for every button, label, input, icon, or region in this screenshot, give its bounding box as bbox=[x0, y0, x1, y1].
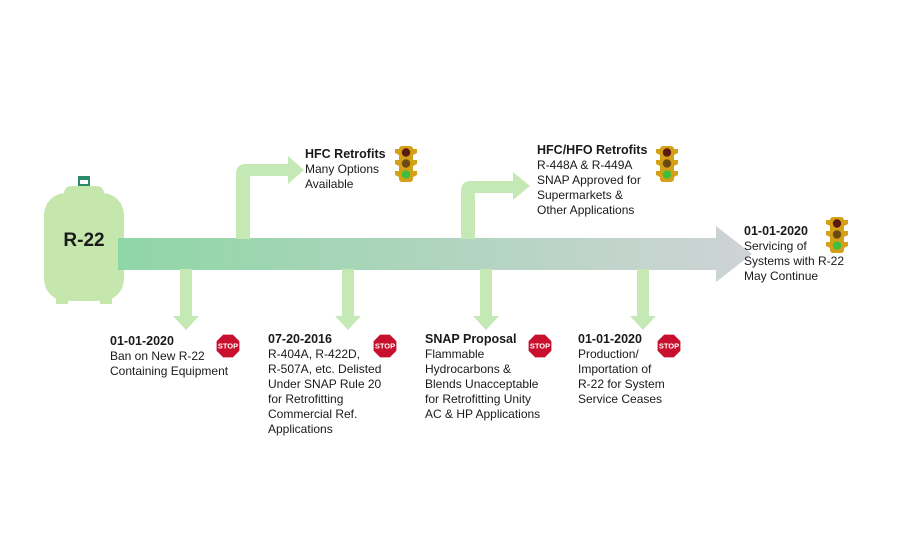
tank-label: R-22 bbox=[63, 230, 105, 251]
event-line: AC & HP Applications bbox=[425, 407, 541, 421]
event-line: Importation of bbox=[578, 362, 652, 376]
event-title: HFC Retrofits bbox=[305, 147, 386, 161]
traffic-light-icon bbox=[395, 146, 417, 182]
stop-sign-text: STOP bbox=[659, 342, 679, 351]
event-title: 07-20-2016 bbox=[268, 332, 332, 346]
event-line: Systems with R-22 bbox=[744, 254, 845, 268]
traffic-light-icon bbox=[656, 146, 678, 182]
event-line: May Continue bbox=[744, 269, 819, 283]
event-line: Production/ bbox=[578, 347, 639, 361]
down-arrow-2 bbox=[335, 269, 361, 330]
event-ban-new-equipment: 01-01-2020 Ban on New R-22 Containing Eq… bbox=[110, 334, 228, 379]
event-line: Ban on New R-22 bbox=[110, 349, 205, 363]
stop-sign-icon: STOP bbox=[372, 333, 398, 359]
event-line: Many Options bbox=[305, 162, 380, 176]
event-line: Flammable bbox=[425, 347, 485, 361]
stop-sign-text: STOP bbox=[218, 342, 238, 351]
event-line: for Retrofitting Unity bbox=[425, 392, 532, 406]
event-servicing-continue: 01-01-2020 Servicing of Systems with R-2… bbox=[744, 224, 844, 284]
main-timeline-arrow bbox=[118, 226, 752, 282]
event-line: Blends Unacceptable bbox=[425, 377, 539, 391]
event-line: Containing Equipment bbox=[110, 364, 229, 378]
event-line: Available bbox=[305, 177, 354, 191]
event-production-ceases: 01-01-2020 Production/ Importation of R-… bbox=[578, 332, 665, 407]
event-line: Service Ceases bbox=[578, 392, 663, 406]
event-hfc-hfo-retrofits: HFC/HFO Retrofits R-448A & R-449A SNAP A… bbox=[537, 143, 647, 218]
event-title: 01-01-2020 bbox=[578, 332, 642, 346]
event-line: Applications bbox=[268, 422, 333, 436]
event-line: R-507A, etc. Delisted bbox=[268, 362, 382, 376]
event-hfc-retrofits: HFC Retrofits Many Options Available bbox=[305, 147, 386, 192]
event-title: HFC/HFO Retrofits bbox=[537, 143, 648, 157]
event-line: SNAP Approved for bbox=[537, 173, 641, 187]
branch-arrow-hfc-retrofits bbox=[236, 156, 304, 239]
event-line: Hydrocarbons & bbox=[425, 362, 512, 376]
stop-sign-text: STOP bbox=[530, 342, 550, 351]
event-line: Servicing of bbox=[744, 239, 807, 253]
down-arrow-4 bbox=[630, 269, 656, 330]
stop-sign-icon: STOP bbox=[215, 333, 241, 359]
event-title: 01-01-2020 bbox=[110, 334, 174, 348]
stop-sign-text: STOP bbox=[375, 342, 395, 351]
event-line: R-404A, R-422D, bbox=[268, 347, 361, 361]
stop-sign-icon: STOP bbox=[527, 333, 553, 359]
event-line: R-448A & R-449A bbox=[537, 158, 633, 172]
down-arrow-3 bbox=[473, 269, 499, 330]
branch-arrow-hfc-hfo-retrofits bbox=[461, 172, 530, 239]
event-line: Supermarkets & bbox=[537, 188, 624, 202]
down-arrow-1 bbox=[173, 269, 199, 330]
event-line: Under SNAP Rule 20 bbox=[268, 377, 382, 391]
event-line: R-22 for System bbox=[578, 377, 665, 391]
event-snap-rule-20: 07-20-2016 R-404A, R-422D, R-507A, etc. … bbox=[268, 332, 381, 437]
event-title: 01-01-2020 bbox=[744, 224, 808, 238]
traffic-light-icon bbox=[826, 217, 848, 253]
stop-sign-icon: STOP bbox=[656, 333, 682, 359]
event-line: for Retrofitting bbox=[268, 392, 344, 406]
event-line: Commercial Ref. bbox=[268, 407, 358, 421]
refrigerant-tank-icon bbox=[44, 176, 124, 304]
event-snap-proposal: SNAP Proposal Flammable Hydrocarbons & B… bbox=[425, 332, 540, 422]
event-line: Other Applications bbox=[537, 203, 635, 217]
event-title: SNAP Proposal bbox=[425, 332, 517, 346]
